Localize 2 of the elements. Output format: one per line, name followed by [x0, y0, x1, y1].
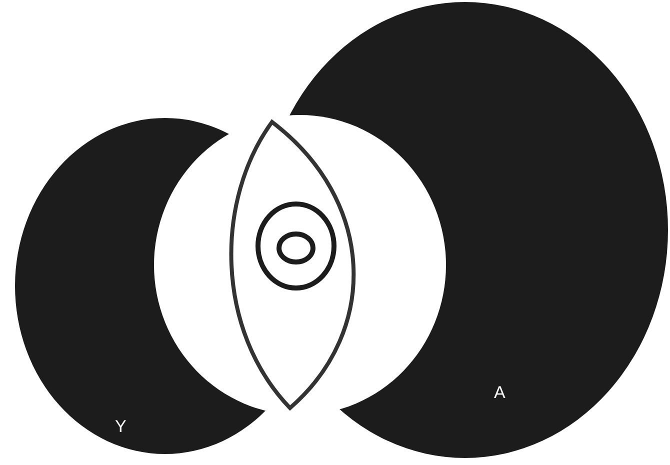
region-letter: Y [115, 418, 126, 435]
region-letter: A [494, 384, 506, 401]
